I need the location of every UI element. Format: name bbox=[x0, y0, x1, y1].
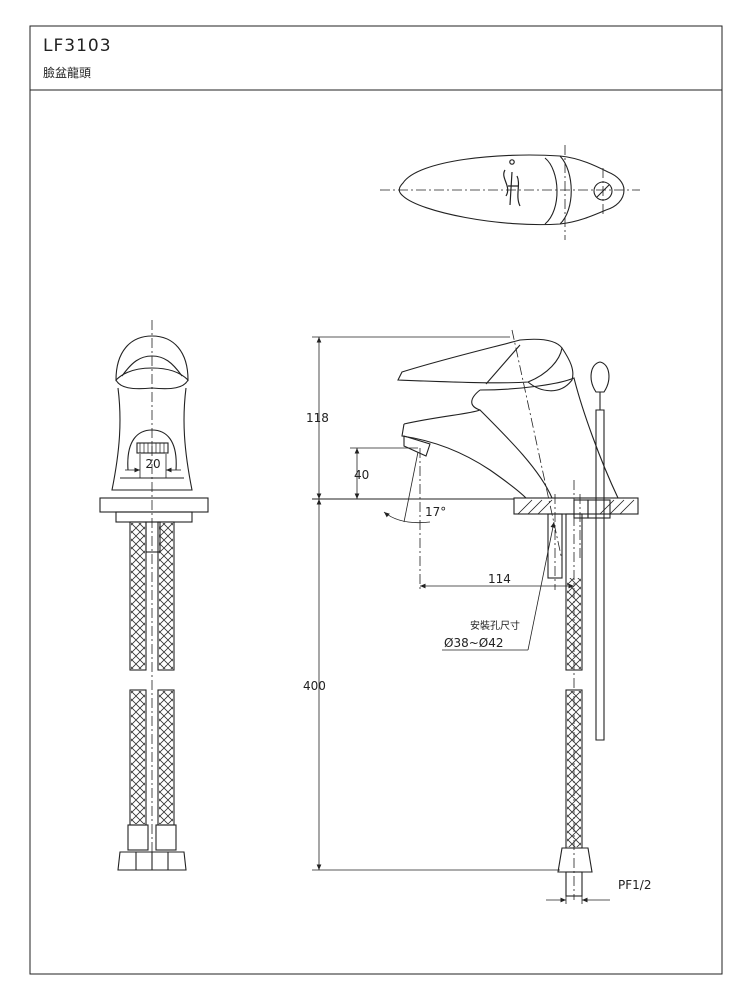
dimension-hose-length bbox=[312, 499, 560, 871]
dimension-connection bbox=[546, 880, 610, 904]
dim-label-spout-angle: 17° bbox=[425, 505, 446, 519]
dim-label-spout-height: 40 bbox=[354, 468, 369, 482]
model-number: LF3103 bbox=[43, 36, 112, 56]
hole-note-leader bbox=[442, 521, 556, 651]
dim-label-spout-width: 20 bbox=[145, 457, 160, 471]
product-name: 臉盆龍頭 bbox=[43, 66, 92, 80]
dimension-spout-width bbox=[125, 454, 181, 478]
dimension-spout-angle bbox=[383, 451, 431, 524]
front-view bbox=[99, 320, 209, 871]
dim-label-spout-reach: 114 bbox=[488, 572, 511, 586]
hole-note-size: Ø38~Ø42 bbox=[444, 636, 503, 650]
side-view bbox=[312, 329, 639, 900]
dim-label-body-height: 118 bbox=[306, 411, 329, 425]
drawing-frame bbox=[29, 25, 723, 975]
dim-label-hose-length: 400 bbox=[303, 679, 326, 693]
countertop-hatch bbox=[517, 499, 635, 515]
dimension-body-height bbox=[312, 336, 510, 499]
top-view bbox=[380, 145, 640, 240]
brand-logo bbox=[503, 159, 521, 207]
dim-label-connection: PF1/2 bbox=[618, 878, 651, 892]
hole-note-title: 安裝孔尺寸 bbox=[470, 619, 520, 632]
hose-braid-side bbox=[567, 578, 581, 847]
hose-braid-front bbox=[131, 523, 173, 824]
dimension-spout-height bbox=[350, 447, 418, 499]
